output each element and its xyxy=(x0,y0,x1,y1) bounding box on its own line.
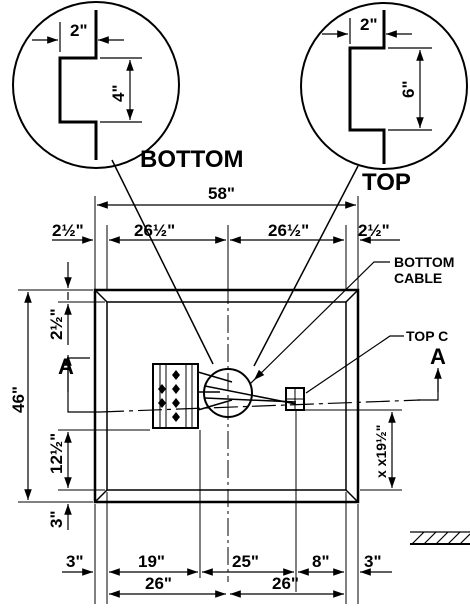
overall-height-label: 46" xyxy=(9,386,28,413)
plan-outline xyxy=(93,288,360,504)
top-detail-title: TOP xyxy=(362,169,411,196)
left-dim-1: 2½" xyxy=(47,308,66,340)
overall-width-dimension: 58" xyxy=(94,184,359,290)
bottom-dim-4: 8" xyxy=(312,552,330,571)
top-dim-4: 2½" xyxy=(358,221,390,240)
column-circle xyxy=(203,368,253,418)
top-dim-3: 26½" xyxy=(268,221,309,240)
bottom-cable-label-line2: CABLE xyxy=(394,270,442,286)
section-marker-right: A xyxy=(430,344,446,369)
top-cable-plate xyxy=(285,387,305,411)
left-dim-3: 3" xyxy=(47,510,66,528)
overall-width-label: 58" xyxy=(208,184,235,203)
top-cable-callout: TOP C xyxy=(305,328,448,394)
section-line-a: A A xyxy=(58,344,446,413)
left-dimensions: 46" 2½" 12½" 3" xyxy=(9,262,150,530)
right-dimension: x x19½" xyxy=(360,412,402,491)
bottom-detail-width-dim: 2" xyxy=(70,21,88,40)
top-dim-1: 2½" xyxy=(52,221,84,240)
bottom-dim-3: 25" xyxy=(232,552,259,571)
bottom-dim-5: 3" xyxy=(364,552,382,571)
top-detail-height-dim: 6" xyxy=(399,80,418,98)
bottom-cable-label-line1: BOTTOM xyxy=(394,254,454,270)
top-dim-2: 26½" xyxy=(134,221,175,240)
bottom-detail-title: BOTTOM xyxy=(140,146,244,173)
top-detail-width-dim: 2" xyxy=(360,15,378,34)
top-cable-label: TOP C xyxy=(406,328,448,344)
top-dimension-row: 2½" 26½" 26½" 2½" xyxy=(52,221,400,290)
bottom-cable-callout: BOTTOM CABLE xyxy=(249,254,454,385)
bottom-dimension-rows: 3" 19" 25" 8" 3" 26" 26" xyxy=(62,430,392,604)
bottom-detail: 2" 4" xyxy=(12,1,180,169)
bottom-dim-7: 26" xyxy=(272,574,299,593)
right-dim-label: x x19½" xyxy=(373,425,389,478)
anchor-block xyxy=(152,363,233,429)
hatch-symbol xyxy=(410,531,470,545)
bottom-dim-2: 19" xyxy=(138,552,165,571)
section-marker-left: A xyxy=(58,354,74,379)
bottom-dim-1: 3" xyxy=(66,552,84,571)
bottom-detail-height-dim: 4" xyxy=(109,84,128,102)
top-detail: 2" 6" xyxy=(300,2,468,170)
bottom-dim-6: 26" xyxy=(145,574,172,593)
left-dim-2: 12½" xyxy=(47,433,66,474)
